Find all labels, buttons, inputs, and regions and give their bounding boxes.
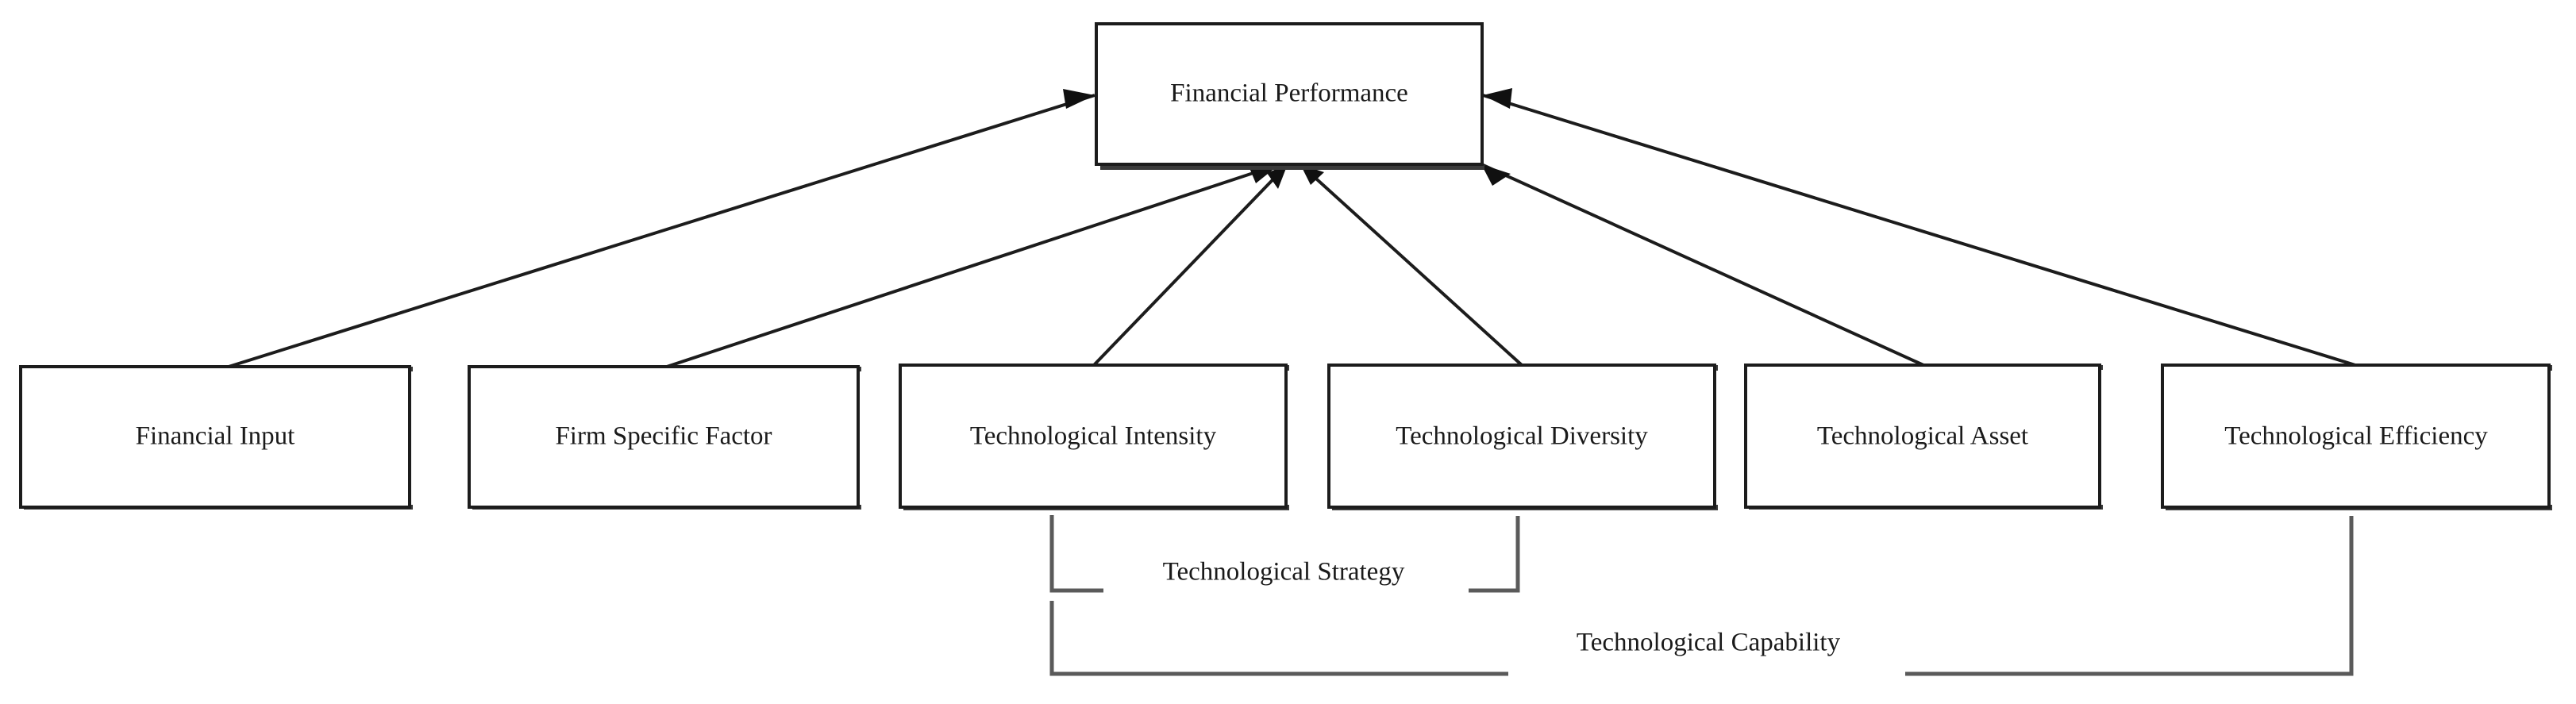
relation-line xyxy=(666,163,1280,368)
node-rect xyxy=(1327,364,1716,509)
node-technological-asset[interactable]: Technological Asset xyxy=(1744,364,2103,510)
relation-line xyxy=(1092,163,1289,367)
node-label: Technological Intensity xyxy=(970,422,1217,451)
arrow-head-icon xyxy=(1267,164,1288,189)
relation-line xyxy=(1482,94,2356,367)
node-technological-intensity[interactable]: Technological Intensity xyxy=(899,364,1289,510)
relation-line xyxy=(1481,163,1924,367)
relation-technological-efficiency-to-financial-performance xyxy=(1482,88,2356,367)
node-technological-diversity[interactable]: Technological Diversity xyxy=(1327,364,1718,510)
node-financial-input[interactable]: Financial Input xyxy=(19,365,413,510)
relation-financial-input-to-financial-performance xyxy=(228,89,1095,368)
node-technological-efficiency[interactable]: Technological Efficiency xyxy=(2161,364,2552,510)
node-rect xyxy=(1744,364,2101,509)
node-rect xyxy=(899,364,1288,509)
node-financial-performance[interactable]: Financial Performance xyxy=(1095,22,1484,170)
node-label: Firm Specific Factor xyxy=(555,422,772,451)
relation-firm-specific-factor-to-financial-performance xyxy=(666,163,1280,368)
relation-line xyxy=(228,94,1095,368)
node-firm-specific-factor[interactable]: Firm Specific Factor xyxy=(468,365,861,510)
arrow-head-icon xyxy=(1481,164,1511,186)
arrow-head-icon xyxy=(1063,89,1095,109)
label-backdrop xyxy=(1103,560,1469,615)
node-label: Technological Asset xyxy=(1817,422,2028,451)
grouping-technological-capability[interactable]: Technological Capability xyxy=(1049,516,2354,683)
grouping-label: Technological Strategy xyxy=(1163,558,1405,587)
relation-technological-intensity-to-financial-performance xyxy=(1092,163,1289,367)
grouping-label: Technological Capability xyxy=(1577,629,1841,657)
node-rect xyxy=(19,365,411,509)
node-label: Financial Performance xyxy=(1170,79,1408,108)
grouping-technological-strategy[interactable]: Technological Strategy xyxy=(1049,515,1520,615)
antecedent-nodes: Financial Input Firm Specific Factor Tec… xyxy=(19,364,2552,510)
node-label: Technological Diversity xyxy=(1396,422,1648,451)
arrow-head-icon xyxy=(1483,88,1512,109)
node-shadow xyxy=(1100,165,1484,170)
relation-lines xyxy=(228,88,2356,368)
relation-technological-diversity-to-financial-performance xyxy=(1299,163,1523,367)
relation-line xyxy=(1299,163,1523,367)
label-backdrop xyxy=(1508,627,1905,683)
relation-technological-asset-to-financial-performance xyxy=(1481,163,1924,367)
node-rect xyxy=(1095,22,1484,166)
node-label: Financial Input xyxy=(136,422,295,451)
node-label: Technological Efficiency xyxy=(2224,422,2488,451)
node-rect xyxy=(2161,364,2551,509)
node-rect xyxy=(468,365,860,509)
